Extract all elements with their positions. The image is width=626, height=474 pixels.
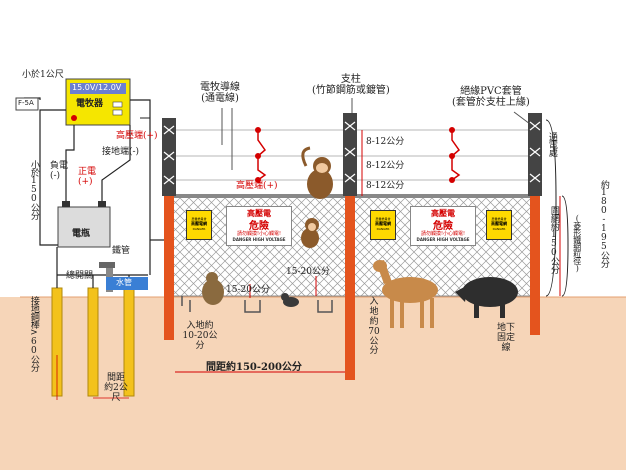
label-mesh-type: (菱形鐵網粒徑) xyxy=(572,214,582,272)
wire-label-arrows xyxy=(221,98,531,170)
label-positive: 正電 (+) xyxy=(78,167,97,187)
label-total-height: 約180-195公分 xyxy=(598,180,609,267)
sign-title: 高壓電 xyxy=(431,208,455,218)
label-ground-terminal: 接地端(-) xyxy=(102,147,140,157)
ysign-top: 農業委員會 xyxy=(191,217,207,221)
sign-main: 危險 xyxy=(433,221,453,232)
label-ground-rod: 接地鋼棒>60公分 xyxy=(28,296,39,371)
yellow-sign-3: 農業委員會 高壓電網 DANGER xyxy=(486,210,512,240)
monkey-top xyxy=(301,146,333,199)
monkey-mesh xyxy=(301,218,319,248)
dimension-lines xyxy=(175,130,561,373)
label-rod-spacing: 間距約2公尺 xyxy=(104,373,128,403)
label-electric-wire: 電牧導線 (通電線) xyxy=(200,82,240,104)
sign-sub: 請勿觸摸!小心觸電! xyxy=(236,231,281,237)
label-post-depth: 入地約70公分 xyxy=(368,297,380,357)
yellow-sign-2: 農業委員會 高壓電網 DANGER xyxy=(370,210,396,240)
fence-posts xyxy=(162,113,542,380)
label-fuse: F-5A xyxy=(18,99,34,107)
label-energized: 通電處 xyxy=(546,132,557,156)
warning-sign-right: 高壓電 危險 請勿觸摸!小心觸電! DANGER HIGH VOLTAGE xyxy=(410,206,476,246)
label-underground-wire: 地下固定線 xyxy=(496,323,515,353)
ysign-bot: DANGER xyxy=(376,227,390,231)
label-main-switch: 總開關 xyxy=(66,271,94,281)
energizer-display: 15.0V/12.0V xyxy=(72,83,122,92)
soil xyxy=(0,297,626,470)
ysign-mid: 高壓電網 xyxy=(375,221,391,226)
deer xyxy=(373,260,438,328)
bottom-stakes xyxy=(181,296,333,313)
label-high-voltage-plus-2: 高壓端(+) xyxy=(236,181,278,191)
energizer-wiring xyxy=(24,97,166,275)
label-high-voltage-plus: 高壓端(+) xyxy=(116,131,158,141)
yellow-sign-1: 農業委員會 高壓電網 DANGER xyxy=(186,210,212,240)
label-post-spacing: 間距約150-200公分 xyxy=(206,362,302,373)
rabbit xyxy=(281,293,299,307)
boar xyxy=(455,277,518,318)
label-bury-depth: 入地約10-20公分 xyxy=(182,321,218,351)
label-pvc: 絕緣PVC套管 (套管於支柱上緣) xyxy=(452,86,530,108)
energizer xyxy=(65,78,131,126)
battery xyxy=(57,201,111,248)
sign-sub: 請勿觸摸!小心觸電! xyxy=(420,231,465,237)
wire-nodes xyxy=(255,127,455,183)
label-battery-distance: 小於150公分 xyxy=(28,160,39,219)
water-pipe xyxy=(99,262,148,292)
label-battery: 電瓶 xyxy=(72,229,91,239)
label-post: 支柱 (竹節鋼筋或鍍管) xyxy=(312,74,390,96)
ysign-top: 農業委員會 xyxy=(491,217,507,221)
label-wire-spacing-3: 8-12公分 xyxy=(366,181,405,191)
label-wire-spacing-2: 8-12公分 xyxy=(366,161,405,171)
label-mesh-height: 圍網約150公分 xyxy=(548,206,559,273)
fuse xyxy=(15,97,39,111)
energizer-name: 電牧器 xyxy=(76,99,104,109)
label-distance-1m: 小於1公尺 xyxy=(22,70,64,80)
sign-main: 危險 xyxy=(249,221,269,232)
badger xyxy=(202,272,224,305)
label-negative: 負電 (-) xyxy=(50,161,69,181)
ysign-top: 農業委員會 xyxy=(375,217,391,221)
label-wire-spacing-1: 8-12公分 xyxy=(366,137,405,147)
sign-en: DANGER HIGH VOLTAGE xyxy=(232,237,286,242)
warning-sign-left: 高壓電 危險 請勿觸摸!小心觸電! DANGER HIGH VOLTAGE xyxy=(226,206,292,246)
label-water: 水管 xyxy=(116,278,132,287)
sign-title: 高壓電 xyxy=(247,208,271,218)
label-ground-gap-2: 15-20公分 xyxy=(226,285,270,295)
bracket-lines xyxy=(140,117,569,297)
sign-en: DANGER HIGH VOLTAGE xyxy=(416,237,470,242)
ysign-bot: DANGER xyxy=(492,227,506,231)
ysign-bot: DANGER xyxy=(192,227,206,231)
ysign-mid: 高壓電網 xyxy=(191,221,207,226)
label-ground-gap-1: 15-20公分 xyxy=(286,267,330,277)
label-water-pipe: 鐵管 xyxy=(112,246,131,256)
wire-jumpers xyxy=(257,130,461,181)
ysign-mid: 高壓電網 xyxy=(491,221,507,226)
